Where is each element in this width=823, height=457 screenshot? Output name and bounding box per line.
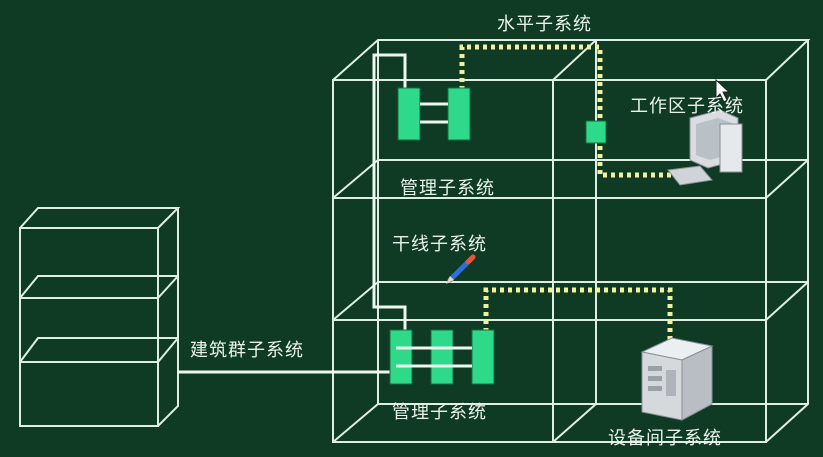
information-outlet (585, 120, 607, 144)
horizontal-cable-lower (483, 287, 673, 342)
equipment-room-subsystem-label: 设备间子系统 (608, 428, 722, 449)
server-icon (640, 337, 714, 421)
patch-panel-lower (389, 329, 495, 385)
work-area-subsystem-label: 工作区子系统 (630, 96, 744, 117)
pencil-cursor-icon (446, 254, 476, 284)
backbone-subsystem-label: 干线子系统 (392, 234, 487, 255)
horizontal-subsystem-label: 水平子系统 (497, 14, 592, 35)
building-group-subsystem-label: 建筑群子系统 (190, 340, 304, 361)
backbone-cable (372, 53, 407, 340)
remote-building (19, 207, 181, 427)
mouse-pointer-icon (715, 78, 731, 103)
admin-subsystem-upper-label: 管理子系统 (400, 178, 495, 199)
workstation-computer-icon (667, 109, 743, 186)
patch-panel-upper (397, 87, 471, 141)
admin-subsystem-lower-label: 管理子系统 (392, 402, 487, 423)
